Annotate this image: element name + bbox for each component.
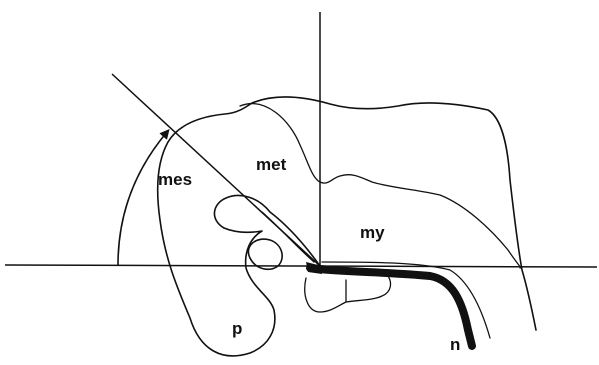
brain-outline bbox=[158, 97, 536, 356]
label-my: my bbox=[360, 223, 385, 242]
label-met: met bbox=[256, 155, 287, 174]
inner-outline bbox=[240, 104, 521, 268]
lower-lobe bbox=[305, 276, 391, 312]
angle-arrow bbox=[118, 132, 167, 265]
horizontal-axis-line bbox=[5, 265, 597, 267]
small-vesicle bbox=[248, 239, 282, 269]
nerve-n bbox=[310, 268, 472, 346]
label-n: n bbox=[450, 335, 460, 354]
label-p: p bbox=[232, 319, 242, 338]
neural-fold-line bbox=[262, 212, 314, 262]
label-mes: mes bbox=[158, 170, 192, 189]
